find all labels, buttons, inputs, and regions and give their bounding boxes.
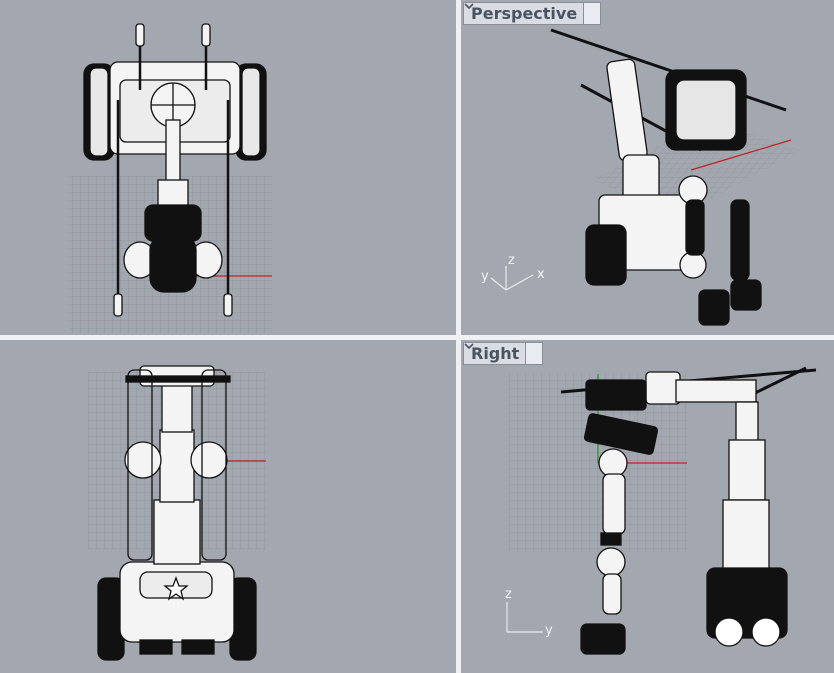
right-view-canvas: y z bbox=[505, 366, 817, 655]
axis-y-label: y bbox=[481, 269, 489, 284]
viewport-tab-right[interactable]: Right bbox=[463, 342, 544, 365]
axis-x-label: x bbox=[537, 267, 545, 282]
viewport-perspective[interactable]: x y z Perspective bbox=[461, 0, 834, 335]
robot-right bbox=[560, 366, 817, 655]
robot-top bbox=[83, 23, 267, 317]
x-axis-line bbox=[690, 139, 792, 171]
chevron-down-icon[interactable] bbox=[464, 343, 543, 364]
top-view-canvas bbox=[70, 23, 272, 334]
axis-gizmo bbox=[506, 602, 543, 633]
perspective-view-canvas: x y z bbox=[481, 28, 801, 326]
axis-gizmo bbox=[490, 266, 534, 291]
viewport-top[interactable] bbox=[0, 0, 456, 335]
front-view-canvas bbox=[88, 365, 266, 661]
robot-perspective bbox=[550, 28, 787, 326]
axis-z-label: z bbox=[508, 253, 515, 268]
viewport-tab-perspective[interactable]: Perspective bbox=[463, 2, 602, 25]
viewport-front[interactable] bbox=[0, 340, 456, 673]
chevron-down-icon[interactable] bbox=[464, 3, 601, 24]
viewport-title[interactable]: Right bbox=[471, 344, 520, 363]
viewport-right[interactable]: y z Right bbox=[461, 340, 834, 673]
robot-front bbox=[97, 365, 257, 661]
axis-z-label: z bbox=[505, 587, 512, 602]
viewport-title[interactable]: Perspective bbox=[471, 4, 578, 23]
axis-y-label: y bbox=[545, 623, 553, 638]
